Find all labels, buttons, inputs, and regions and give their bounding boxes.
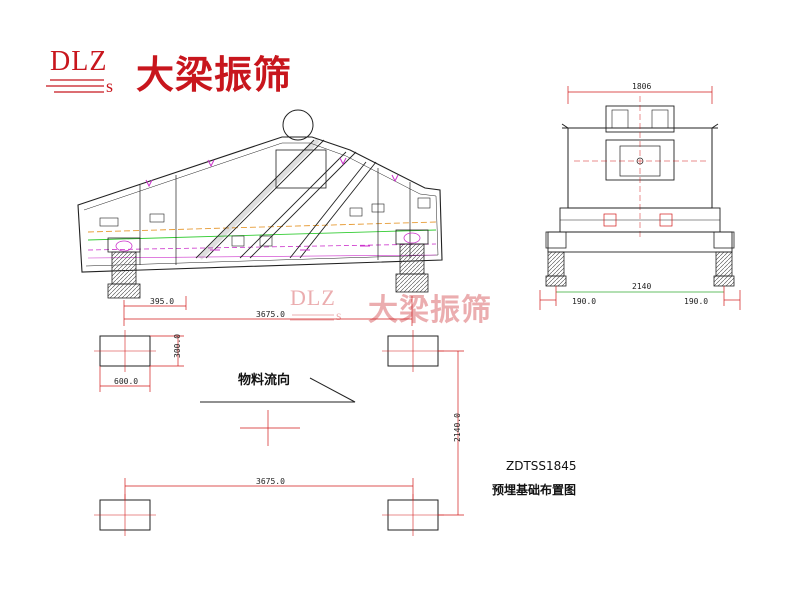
watermark-latin: DLZ: [290, 285, 336, 310]
spring-marks: [145, 157, 399, 251]
flow-direction-label: 物料流向: [238, 372, 290, 388]
foundation-pad-bottom-left: [94, 494, 156, 536]
vibrator-motor: [282, 109, 314, 141]
foundation-pad-bottom-right: [382, 494, 444, 536]
end-view: 1806: [539, 82, 741, 310]
logo-sub: s: [106, 76, 114, 96]
end-left-support: [545, 231, 567, 287]
dim-pad-width: 300.0: [173, 334, 182, 358]
watermark-sub: s: [336, 309, 342, 324]
logo-latin: DLZ: [50, 46, 108, 77]
dim-pad-length: 600.0: [114, 377, 138, 386]
logo-chinese: 大梁振筛: [136, 53, 293, 97]
model-number: ZDTSS1845: [506, 459, 577, 473]
brand-logo: DLZ s 大梁振筛: [40, 36, 310, 106]
right-support: [395, 229, 429, 293]
flow-direction-arrow: [200, 377, 356, 403]
logo-underline: [46, 79, 104, 93]
side-view: 395.0 3675.0: [77, 109, 443, 326]
drawing-title: 预埋基础布置图: [492, 482, 576, 497]
dim-support-offset: 395.0: [150, 297, 174, 306]
end-right-support: [713, 231, 735, 287]
watermark: DLZ s 大梁振筛: [290, 283, 530, 333]
foundation-plan: 300.0 600.0 物料流向 2140.0 3675.0: [94, 330, 464, 536]
left-support: [107, 237, 141, 299]
dim-bottom-span: 3675.0: [256, 477, 285, 486]
dim-base-width: 2140: [632, 282, 651, 291]
dim-left-offset: 190.0: [572, 297, 596, 306]
dim-support-span: 3675.0: [256, 310, 285, 319]
screen-body: [77, 136, 443, 273]
watermark-chinese: 大梁振筛: [368, 293, 492, 328]
foundation-pad-top-left: [94, 330, 156, 372]
foundation-pad-top-right: [382, 330, 444, 372]
dim-top-width: 1806: [632, 82, 651, 91]
dim-cross-span: 2140.0: [453, 413, 462, 442]
dim-right-offset: 190.0: [684, 297, 708, 306]
